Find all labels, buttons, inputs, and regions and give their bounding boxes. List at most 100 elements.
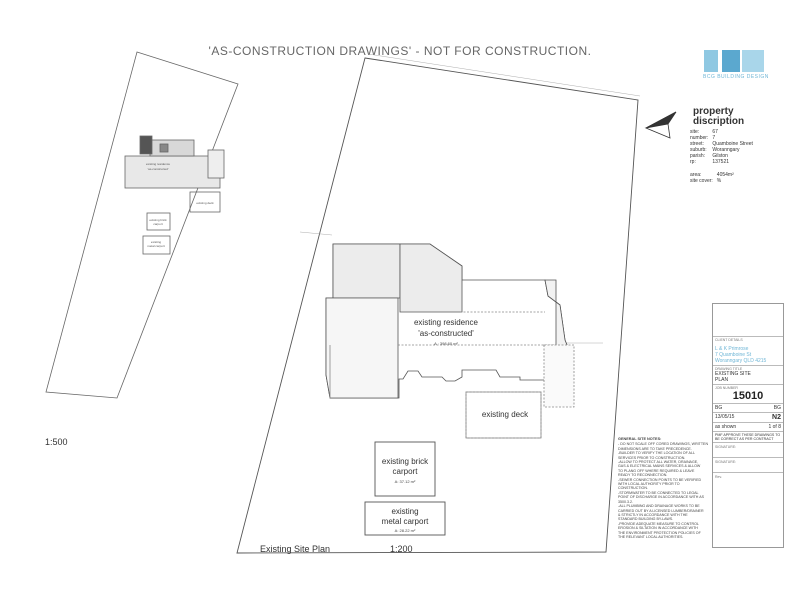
site-plan-title: Existing Site Plan bbox=[260, 544, 331, 554]
tb-drawing-title: DRAWING TITLE EXISTING SITE PLAN bbox=[713, 365, 783, 384]
property-row: site: 67 bbox=[690, 129, 757, 135]
property-row: parish:Gilston bbox=[690, 153, 757, 159]
notes-line: CARRIED OUT BY A LICENSED LUMBER/DRAINER bbox=[618, 508, 704, 513]
property-row: rp: 137521 bbox=[690, 159, 757, 165]
property-value: 137521 bbox=[712, 159, 730, 165]
notes-line: EROSION & SILTATION IN ACCORDANCE WITH bbox=[618, 526, 698, 531]
notes-line: WITH LOCAL AUTHORITY PRIOR TO bbox=[618, 482, 680, 487]
cover-key: site cover: bbox=[690, 178, 713, 184]
residence-label2: 'as-constructed' bbox=[418, 329, 474, 338]
site-residence bbox=[325, 243, 572, 399]
notes-line: 3500.3.2. bbox=[618, 499, 633, 504]
loc-carport-label2: carport bbox=[153, 222, 163, 226]
loc-metal-label1: existing bbox=[151, 240, 162, 244]
logo-text: BCG BUILDING DESIGN bbox=[703, 74, 769, 80]
general-site-notes: GENERAL SITE NOTES: - DO NOT SCALE OFF C… bbox=[618, 437, 714, 539]
brick-carport-label2: carport bbox=[393, 467, 419, 476]
notes-line: THE ENVIRONMENT PROTECTION POLICIES OF bbox=[618, 530, 701, 535]
property-value: 7 bbox=[712, 135, 716, 141]
tb-scale-sheet: as shown 1 of 8 bbox=[713, 422, 783, 431]
brick-carport-label1: existing brick bbox=[382, 457, 429, 466]
property-key: rp: bbox=[690, 159, 696, 165]
notes-line: TO PLANG OFF WHERE REQUIRED & LEAVE bbox=[618, 468, 695, 473]
notes-line: -BUILDER TO VERIFY THE LOCATION OF ALL bbox=[618, 451, 695, 456]
property-key: site: bbox=[690, 129, 700, 135]
drawing-title-line2: PLAN bbox=[715, 377, 729, 383]
site-boundary bbox=[236, 57, 639, 554]
tb-signature1: SIGNATURE: bbox=[713, 442, 783, 457]
property-key: number: bbox=[690, 135, 709, 141]
property-area-table: area: 4054m² site cover:% bbox=[690, 172, 738, 184]
property-row: street:Quamboine Street bbox=[690, 141, 757, 147]
tb-date-rev: 13/05/15 N2 bbox=[713, 412, 783, 422]
location-plan-boundary bbox=[45, 51, 239, 399]
property-key: parish: bbox=[690, 153, 706, 159]
notes-line: CONSTRUCTION. bbox=[618, 486, 648, 491]
loc-carport-label1: existing brick bbox=[149, 218, 167, 222]
company-logo-icon bbox=[704, 50, 764, 72]
notes-line: SERVICES PRIOR TO CONSTRUCTION. bbox=[618, 455, 686, 460]
checked-by: BG bbox=[773, 405, 781, 411]
tb-approval: PMF APPROVE THESE DRAWINGS TO BE CORRECT… bbox=[713, 431, 783, 442]
location-deck bbox=[189, 191, 221, 213]
property-title-line1: property bbox=[693, 106, 734, 117]
notes-line: -ALL PLUMBING AND DRAINAGE WORKS TO BE bbox=[618, 504, 700, 509]
property-value: Quamboine Street bbox=[712, 141, 753, 147]
location-metal-carport bbox=[142, 235, 171, 255]
residence-area: A : 398.60 m² bbox=[434, 341, 458, 346]
site-plan bbox=[236, 57, 639, 554]
notes-line: READY TO RECONNECTION. bbox=[618, 473, 668, 478]
property-key: suburb: bbox=[690, 147, 707, 153]
metal-carport-label1: existing bbox=[391, 507, 418, 516]
notes-line: GAS & ELECTRICAL MAINS SERVICES & ALLOW bbox=[618, 464, 701, 469]
tb-job: JOB NUMBER 15010 bbox=[713, 384, 783, 403]
location-plan-scale: 1:500 bbox=[45, 437, 68, 447]
property-row: suburb: Woranngary bbox=[690, 147, 757, 153]
drawing-scale: as shown bbox=[715, 424, 737, 430]
notes-line: -SEWER CONNECTION POINTS TO BE VERIFIED bbox=[618, 477, 702, 482]
drawing-date: 13/05/15 bbox=[715, 414, 735, 420]
sheet-number: 1 of 8 bbox=[768, 424, 781, 430]
notes-line: -PROVIDE ADEQUATE MEASURE TO CONTROL bbox=[618, 521, 699, 526]
metal-carport-label2: metal carport bbox=[382, 517, 429, 526]
client-line: Woranngary QLD 4215 bbox=[715, 358, 767, 364]
area-value: 4054m² bbox=[716, 172, 734, 178]
title-block: CLIENT DETAILS L & K Primrose 7 Quamboin… bbox=[712, 303, 784, 548]
cover-value: % bbox=[716, 178, 722, 184]
approval-text: PMF APPROVE THESE DRAWINGS TO BE CORRECT… bbox=[715, 433, 781, 441]
site-deck bbox=[465, 344, 575, 439]
loc-residence-label2: 'as-constructed' bbox=[148, 167, 169, 171]
site-brick-carport bbox=[374, 441, 436, 497]
rev-label: Rev. bbox=[715, 475, 722, 479]
notes-line: THE RELEVANT LOCAL AUTHORITIES. bbox=[618, 534, 684, 539]
property-value: 67 bbox=[712, 129, 718, 135]
notes-line: DIMENSIONS ARE TO TAKE PRECEDENCE. bbox=[618, 446, 692, 451]
property-row: number:7 bbox=[690, 135, 757, 141]
brick-carport-area: A: 37.12 m² bbox=[395, 479, 416, 484]
notes-line: STANDARD BUILDING BY-LAWS. bbox=[618, 517, 674, 522]
property-value: Woranngary bbox=[712, 147, 740, 153]
notes-line: POINT OF DISCHARGE IN ACCORDANCE WITH AS bbox=[618, 495, 704, 500]
client-label: CLIENT DETAILS bbox=[715, 338, 743, 342]
loc-metal-label2: metal carport bbox=[147, 244, 165, 248]
residence-label1: existing residence bbox=[414, 318, 479, 327]
client-line: 7 Quamboine St bbox=[715, 352, 752, 358]
tb-disclaimer bbox=[713, 304, 783, 336]
drawing-title-label: DRAWING TITLE bbox=[715, 367, 743, 371]
north-arrow-icon bbox=[644, 111, 677, 139]
area-key: area: bbox=[690, 172, 702, 178]
notes-line: -ALLOW TO PROTECT ALL WATER, DRAINAGE, bbox=[618, 460, 699, 465]
signature1-label: SIGNATURE: bbox=[715, 445, 737, 449]
tb-revisions: Rev. bbox=[713, 472, 783, 503]
site-plan-scale: 1:200 bbox=[390, 544, 413, 554]
deck-label: existing deck bbox=[482, 410, 529, 419]
location-brick-carport bbox=[146, 212, 171, 231]
tb-client: CLIENT DETAILS L & K Primrose 7 Quamboin… bbox=[713, 336, 783, 365]
property-title: property discription bbox=[693, 107, 744, 127]
job-number: 15010 bbox=[732, 390, 764, 402]
drawing-heading: 'AS-CONSTRUCTION DRAWINGS' - NOT FOR CON… bbox=[208, 44, 592, 58]
notes-line: -STORMWATER TO BE CONNECTED TO LEGAL bbox=[618, 490, 699, 495]
job-number-label: JOB NUMBER bbox=[715, 386, 738, 390]
drawing-title-line1: EXISTING SITE bbox=[715, 371, 751, 377]
